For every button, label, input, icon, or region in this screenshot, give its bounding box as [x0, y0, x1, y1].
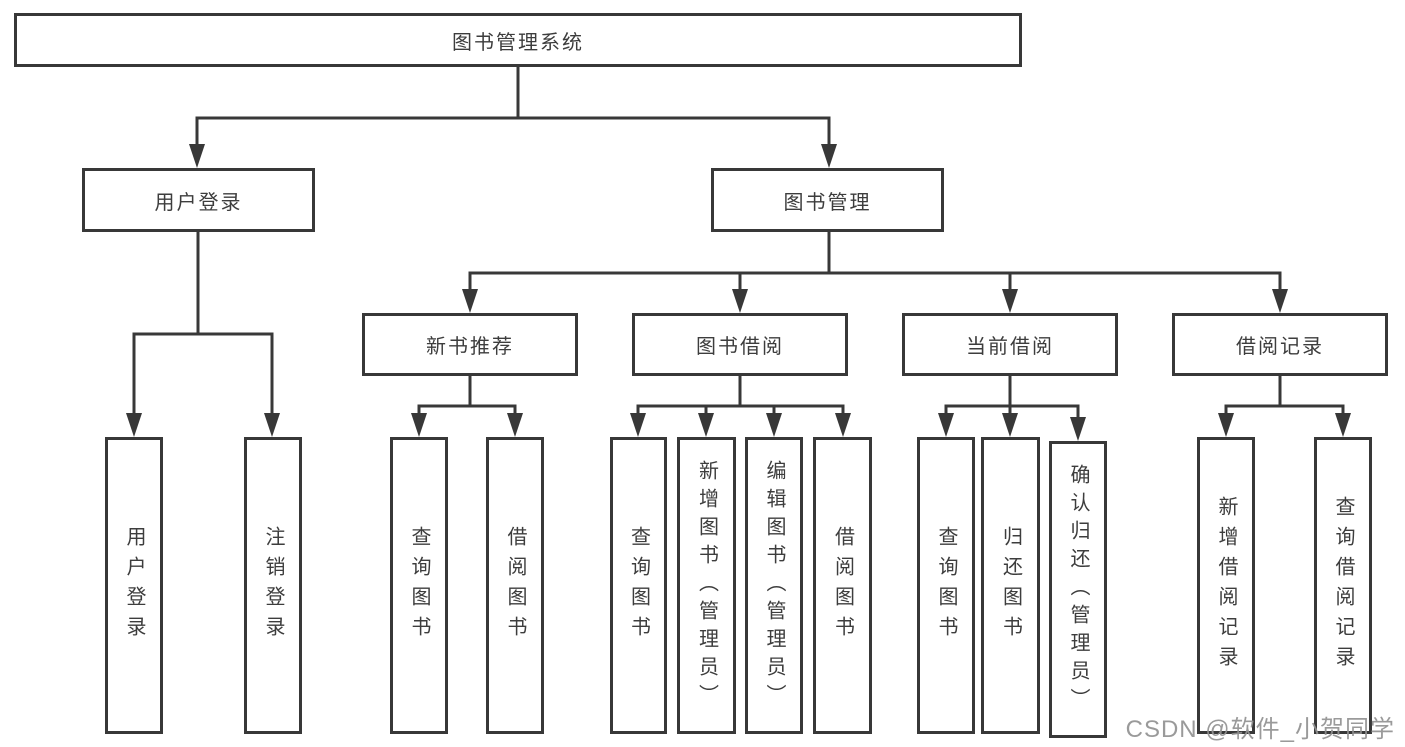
leaf-borrow-books-recommend: 借阅图书	[486, 437, 544, 734]
node-current-borrowing: 当前借阅	[902, 313, 1118, 376]
node-user-login-branch: 用户登录	[82, 168, 315, 232]
leaf-query-books-current: 查询图书	[917, 437, 975, 734]
node-root-system: 图书管理系统	[14, 13, 1022, 67]
leaf-query-borrow-record: 查询借阅记录	[1314, 437, 1372, 734]
leaf-user-login: 用户登录	[105, 437, 163, 734]
node-book-management-branch: 图书管理	[711, 168, 944, 232]
leaf-query-books-recommend: 查询图书	[390, 437, 448, 734]
node-new-book-recommendation: 新书推荐	[362, 313, 578, 376]
node-borrowing-records: 借阅记录	[1172, 313, 1388, 376]
leaf-query-books-borrow: 查询图书	[610, 437, 667, 734]
node-book-borrowing: 图书借阅	[632, 313, 848, 376]
leaf-add-books-admin: 新增图书（管理员）	[677, 437, 736, 734]
leaf-logout: 注销登录	[244, 437, 302, 734]
csdn-watermark: CSDN @软件_小贺同学	[1125, 716, 1395, 743]
leaf-borrow-books: 借阅图书	[813, 437, 872, 734]
leaf-confirm-return-admin: 确认归还（管理员）	[1049, 441, 1107, 738]
leaf-return-books: 归还图书	[981, 437, 1040, 734]
leaf-add-borrow-record: 新增借阅记录	[1197, 437, 1255, 734]
leaf-edit-books-admin: 编辑图书（管理员）	[745, 437, 803, 734]
